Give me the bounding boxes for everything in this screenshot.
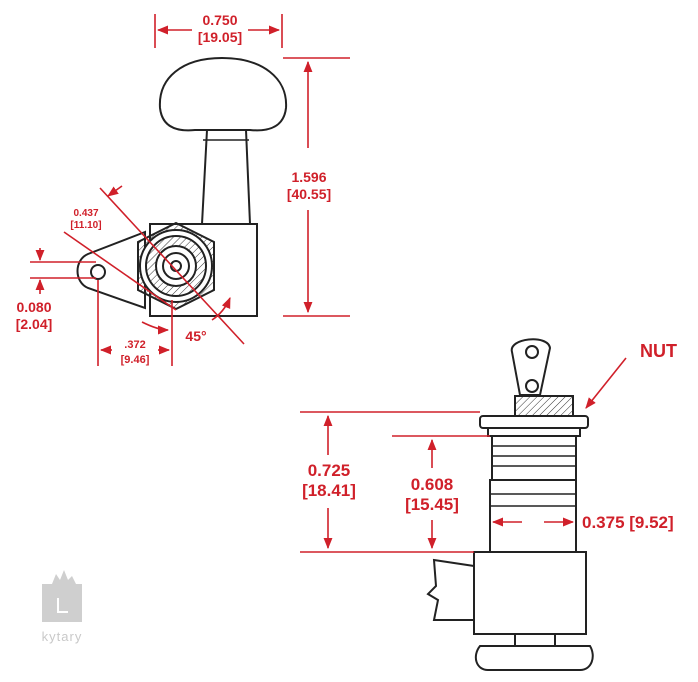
brand-watermark: kytary [42, 629, 83, 644]
height-inch-label: 1.596 [291, 169, 326, 185]
width-inch-label: 0.750 [202, 12, 237, 28]
side-housing [473, 551, 587, 635]
washer [479, 415, 589, 429]
offset-inch-label: .372 [124, 339, 145, 351]
mounting-tab [76, 230, 146, 310]
angle-label: 45° [185, 328, 206, 344]
tab-screw-hole [90, 264, 106, 280]
post-tip [510, 338, 552, 396]
hole-inch-label: 0.437 [73, 208, 98, 219]
tab-inch-label: 0.080 [16, 299, 51, 315]
threaded-bushing [491, 435, 577, 481]
side-button [474, 645, 594, 671]
tuner-button-side [426, 558, 475, 621]
hole-mm-label: [11.10] [70, 220, 101, 231]
side-view [426, 338, 594, 671]
thread-length-inch-label: 0.608 [411, 475, 454, 494]
side-view-dimensions [300, 357, 627, 553]
total-height-mm-label: [18.41] [302, 481, 356, 500]
nut-label: NUT [640, 341, 677, 361]
tuning-peg-logo-icon [42, 570, 82, 622]
thread-length-mm-label: [15.45] [405, 495, 459, 514]
top-view-dimensions [30, 14, 350, 366]
tab-mm-label: [2.04] [16, 316, 53, 332]
diameter-label: 0.375 [9.52] [582, 513, 674, 532]
bushing-nut [514, 395, 574, 417]
height-mm-label: [40.55] [287, 186, 331, 202]
width-mm-label: [19.05] [198, 29, 242, 45]
tuner-shaft [200, 129, 252, 225]
top-view [76, 56, 288, 317]
offset-mm-label: [9.46] [121, 354, 150, 366]
post-shaft [489, 479, 577, 553]
tuner-button [158, 56, 288, 132]
total-height-inch-label: 0.725 [308, 461, 351, 480]
